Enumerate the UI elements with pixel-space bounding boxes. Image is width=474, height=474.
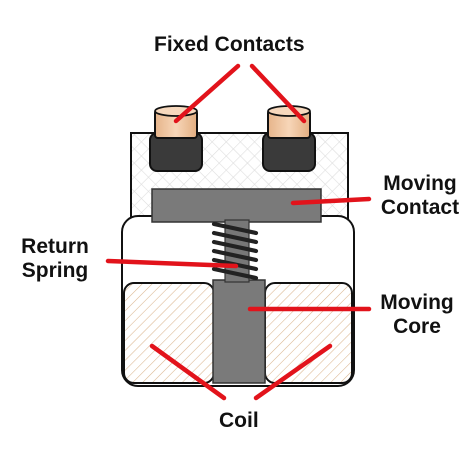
leader-return-spring [105,258,239,269]
leader-moving-contact [290,196,372,206]
label-moving-core: Moving Core [372,291,462,339]
moving-contact [151,188,322,223]
fixed-contact-right [262,105,316,172]
label-coil: Coil [219,409,259,432]
coil-right [264,282,353,384]
label-moving-contact: Moving Contact [372,172,468,220]
label-return-spring-line-2: Spring [21,259,89,282]
label-fixed-contacts: Fixed Contacts [154,33,305,56]
label-moving-contact-line-2: Contact [380,196,460,219]
leader-coil-left [149,343,227,401]
label-return-spring-line-1: Return [21,235,89,258]
label-moving-contact-line-1: Moving [383,172,457,195]
label-return-spring: Return Spring [12,235,98,283]
leader-fixed-contact-right [249,63,307,124]
coil-left [123,282,215,384]
label-moving-core-line-2: Core [393,315,441,338]
leader-fixed-contact-left [173,63,241,124]
fixed-contact-left [149,105,203,172]
return-spring [211,221,259,281]
leader-coil-right [253,343,333,401]
moving-core [212,279,266,384]
label-moving-core-line-1: Moving [380,291,454,314]
